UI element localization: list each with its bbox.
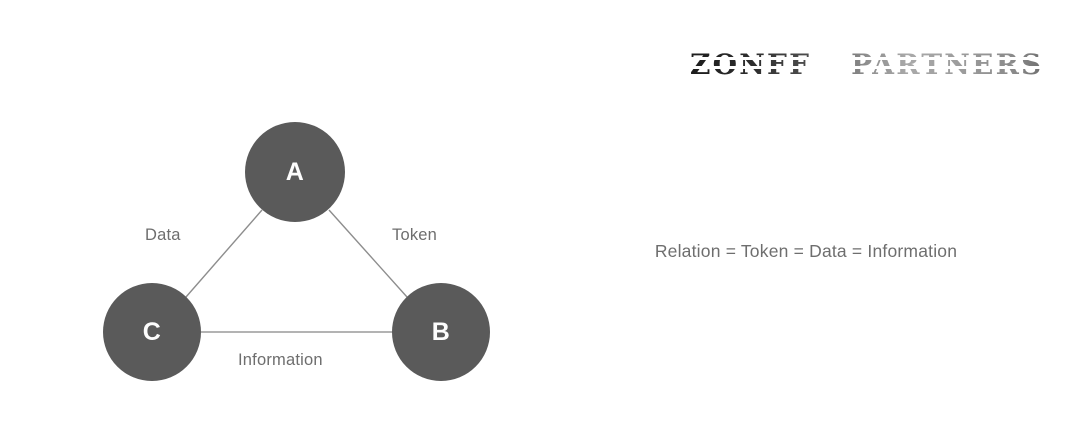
node-b-label: B [431, 317, 451, 346]
edge-a-b [328, 209, 408, 298]
brand-word-partners-text: PARTNERS [851, 48, 1044, 81]
edge-label-information: Information [238, 351, 323, 369]
edge-label-token: Token [392, 226, 438, 244]
node-a-label: A [285, 157, 305, 186]
brand-logo: ZONFF PARTNERS [688, 48, 1046, 82]
node-c[interactable]: C [103, 283, 201, 381]
node-c-label: C [142, 317, 162, 346]
brand-word-zonff: ZONFF PARTNERS [688, 48, 1046, 81]
relation-triangle-diagram: A B C Data Token Information [103, 122, 490, 381]
edge-a-c [185, 209, 263, 298]
diagram-edges [185, 209, 408, 333]
node-b[interactable]: B [392, 283, 490, 381]
brand-word-zonff-text: ZONFF [690, 48, 812, 81]
node-a[interactable]: A [245, 122, 345, 222]
edge-label-data: Data [145, 226, 181, 244]
equation-text: Relation = Token = Data = Information [654, 241, 958, 261]
